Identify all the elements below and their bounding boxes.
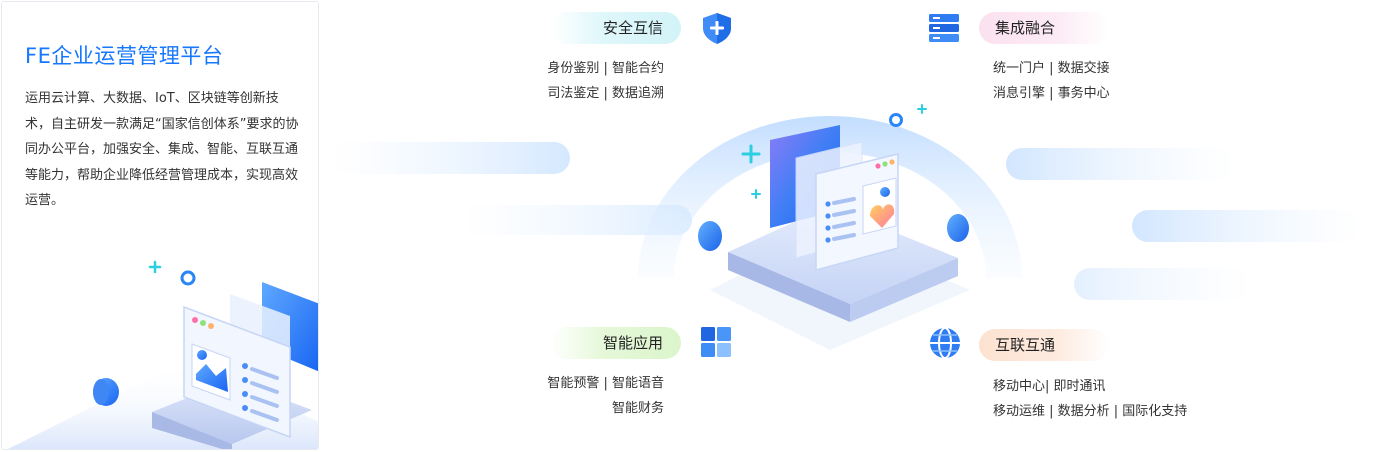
- server-stack-icon: [929, 14, 959, 42]
- interconnect-line-1: 移动中心| 即时通讯: [993, 379, 1106, 394]
- intro-description: 运用云计算、大数据、IoT、区块链等创新技术，自主研发一款满足“国家信创体系”要…: [25, 91, 299, 208]
- intro-title: FE企业运营管理平台: [25, 44, 224, 68]
- integration-pill: 集成融合: [979, 12, 1109, 44]
- intelligence-line-1: 智能预警 | 智能语音: [547, 376, 664, 391]
- integration-line-1: 统一门户 | 数据交接: [993, 61, 1110, 76]
- interconnect-line-2: 移动运维 | 数据分析 | 国际化支持: [993, 404, 1188, 419]
- security-line-1: 身份鉴别 | 智能合约: [547, 61, 664, 76]
- shield-plus-icon: [703, 13, 731, 44]
- security-title: 安全互信: [602, 19, 663, 37]
- platform-center-illustration: [638, 104, 1022, 350]
- security-line-2: 司法鉴定 | 数据追溯: [547, 86, 664, 101]
- intelligence-pill: 智能应用: [551, 327, 681, 359]
- interconnect-pill: 互联互通: [979, 329, 1109, 361]
- security-pill: 安全互信: [551, 12, 681, 44]
- platform-small-illustration: [8, 260, 318, 449]
- interconnect-title: 互联互通: [995, 336, 1056, 354]
- intro-card: FE企业运营管理平台 运用云计算、大数据、IoT、区块链等创新技术，自主研发一款…: [1, 1, 319, 450]
- globe-icon: [930, 327, 960, 359]
- integration-title: 集成融合: [995, 19, 1056, 37]
- app-blocks-icon: [701, 327, 731, 357]
- intelligence-title: 智能应用: [602, 334, 663, 352]
- intelligence-line-2: 智能财务: [611, 401, 664, 416]
- integration-line-2: 消息引擎 | 事务中心: [993, 86, 1110, 101]
